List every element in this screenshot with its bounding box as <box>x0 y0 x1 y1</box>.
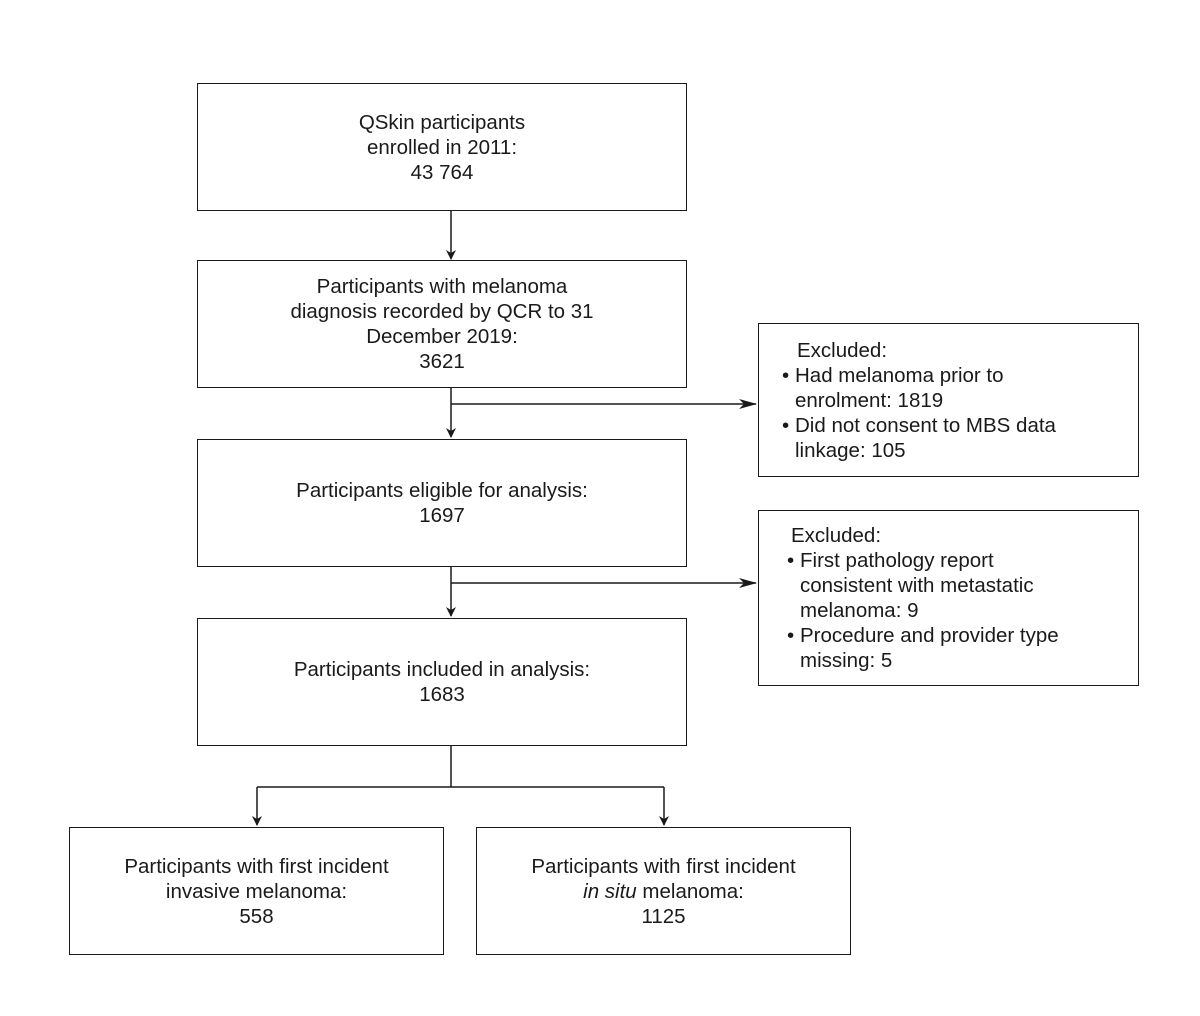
second-exclusion-item-2-line-1: Procedure and provider type <box>800 624 1059 647</box>
second-exclusion-item-1-line-1: First pathology report <box>800 549 994 572</box>
in-situ-term: in situ <box>583 879 637 903</box>
invasive-line-2: invasive melanoma: <box>165 879 348 903</box>
eligible-count: 1697 <box>419 504 465 527</box>
second-exclusion-item-2-line-2: missing: 5 <box>800 649 893 672</box>
invasive-count: 558 <box>239 904 274 928</box>
in-situ-box: Participants with first incident in situ… <box>476 827 851 955</box>
diagnosed-line-2: diagnosis recorded by QCR to 31 <box>290 300 594 323</box>
enrolled-box: QSkin participants enrolled in 2011: 43 … <box>197 83 687 211</box>
included-count: 1683 <box>419 683 465 706</box>
in-situ-line-2: in situ melanoma: <box>583 879 744 904</box>
diagnosed-line-1: Participants with melanoma <box>316 275 568 298</box>
diagnosed-box: Participants with melanoma diagnosis rec… <box>197 260 687 388</box>
first-exclusion-item-1-line-2: enrolment: 1819 <box>795 389 944 412</box>
included-box: Participants included in analysis: 1683 <box>197 618 687 746</box>
first-exclusion-heading: Excluded: <box>797 339 888 362</box>
enrolled-line-2: enrolled in 2011: <box>366 135 518 159</box>
invasive-box: Participants with first incident invasiv… <box>69 827 444 955</box>
eligible-box: Participants eligible for analysis: 1697 <box>197 439 687 567</box>
enrolled-line-1: QSkin participants <box>358 110 526 134</box>
first-exclusion-item-2-line-1: Did not consent to MBS data <box>795 414 1056 437</box>
in-situ-line-2-rest: melanoma: <box>636 879 744 903</box>
bullet-icon: • <box>787 549 795 572</box>
second-exclusion-item-1-line-3: melanoma: 9 <box>800 599 919 622</box>
included-line-1: Participants included in analysis: <box>293 658 591 681</box>
second-exclusion-box: Excluded: • First pathology report consi… <box>758 510 1139 686</box>
eligible-line-1: Participants eligible for analysis: <box>296 479 588 502</box>
bullet-icon: • <box>787 624 795 647</box>
second-exclusion-heading: Excluded: <box>791 524 882 547</box>
second-exclusion-item: • Procedure and provider type missing: 5 <box>787 623 1128 673</box>
bullet-icon: • <box>782 414 790 437</box>
first-exclusion-item: • Had melanoma prior to enrolment: 1819 <box>782 363 1128 413</box>
in-situ-line-1: Participants with first incident <box>531 854 796 878</box>
bullet-icon: • <box>782 364 790 387</box>
second-exclusion-item: • First pathology report consistent with… <box>787 548 1128 623</box>
in-situ-count: 1125 <box>641 904 686 928</box>
first-exclusion-item: • Did not consent to MBS data linkage: 1… <box>782 413 1128 463</box>
invasive-line-1: Participants with first incident <box>124 854 389 878</box>
diagnosed-count: 3621 <box>419 350 465 373</box>
enrolled-count: 43 764 <box>410 160 474 184</box>
diagnosed-line-3: December 2019: <box>366 325 518 348</box>
second-exclusion-item-1-line-2: consistent with metastatic <box>800 574 1034 597</box>
first-exclusion-box: Excluded: • Had melanoma prior to enrolm… <box>758 323 1139 477</box>
first-exclusion-item-1-line-1: Had melanoma prior to <box>795 364 1004 387</box>
first-exclusion-item-2-line-2: linkage: 105 <box>795 439 906 462</box>
